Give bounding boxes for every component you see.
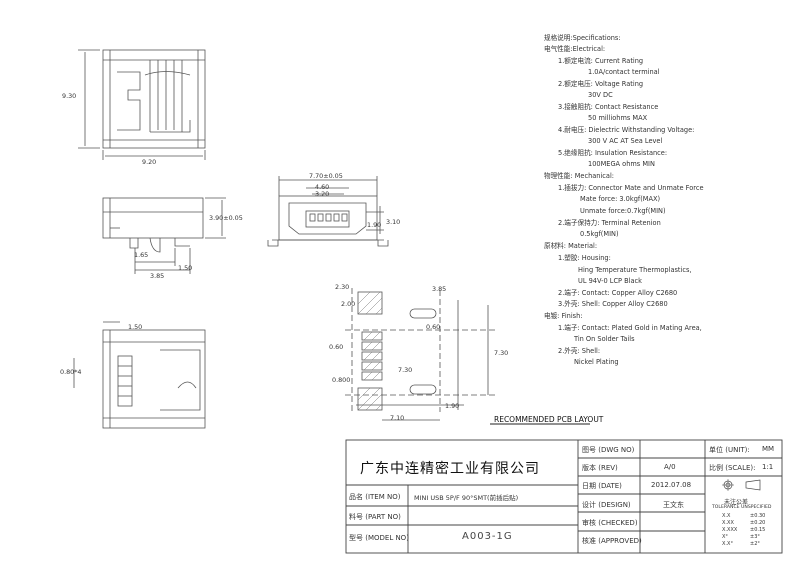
spec-line: 4.耐电压: Dielectric Withstanding Voltage: [558, 126, 695, 134]
design-label: 设计 (DESIGN) [582, 501, 631, 509]
dim-front-h1: 1.90 [367, 221, 382, 229]
spec-line: Nickel Plating [574, 358, 619, 366]
tolerance-value: ±3° [750, 534, 760, 540]
spec-line: 1.额定电流: Current Rating [558, 57, 644, 65]
spec-line: UL 94V-0 LCP Black [578, 277, 642, 285]
title-block-frame [345, 439, 783, 554]
spec-line: 原材料: Material: [544, 242, 598, 250]
pcb-dim-c: 3.85 [432, 285, 447, 293]
scale-value: 1:1 [762, 463, 774, 471]
dim-front-inner: 3.20 [315, 190, 330, 198]
pcb-dim-d: 0.60 [426, 323, 441, 331]
tolerance-value: ±0.20 [750, 520, 766, 526]
model-no-value: A003-1G [462, 531, 513, 542]
spec-line: 2.端子保持力: Terminal Retenion [558, 219, 661, 227]
spec-line: Mate force: 3.0kgf(MAX) [580, 195, 661, 203]
bottom-view [73, 321, 206, 429]
spec-line: Unmate force:0.7kgf(MIN) [580, 207, 666, 215]
tolerance-title: 未注公差 [724, 499, 749, 506]
tolerance-sub: TOLERANCE UNSPECIFIED [712, 505, 772, 510]
pcb-dim-f: 7.30 [494, 349, 509, 357]
dim-side-height: 3.90±0.05 [209, 214, 243, 222]
spec-line: 1.塑胶: Housing: [558, 254, 611, 262]
top-view [78, 49, 206, 160]
pcb-dim-i: 1.90 [445, 402, 460, 410]
dim-top-width: 9.20 [142, 158, 157, 166]
spec-line: 3.外壳: Shell: Copper Alloy C2680 [558, 300, 668, 308]
tolerance-key: X° [722, 534, 728, 540]
tolerance-value: ±2° [750, 541, 760, 547]
model-no-label: 型号 (MODEL NO) [349, 534, 409, 542]
rev-label: 版本 (REV) [582, 464, 618, 472]
tolerance-key: X.XXX [722, 527, 738, 533]
spec-line: 50 milliohms MAX [588, 114, 648, 122]
tolerance-value: ±0.15 [750, 527, 766, 533]
date-value: 2012.07.08 [651, 481, 692, 489]
spec-line: 1.插拔力: Connector Mate and Unmate Force [558, 184, 704, 192]
pcb-dim-h: 7.30 [398, 366, 413, 374]
pcb-dim-b: 2.00 [341, 300, 356, 308]
item-no-value: MINI USB 5P/F 90°SMT(前插后贴) [414, 494, 519, 502]
dim-side-a: 1.65 [134, 251, 149, 259]
spec-line: 2.外壳: Shell: [558, 347, 601, 355]
projection-symbol-icon [722, 479, 761, 491]
spec-line: 2.额定电压: Voltage Rating [558, 80, 644, 88]
dim-side-c: 3.85 [150, 272, 165, 280]
company-name: 广东中连精密工业有限公司 [360, 461, 540, 477]
approved-label: 核准 (APPROVED) [582, 537, 642, 545]
unit-label: 单位 (UNIT): [709, 446, 750, 454]
spec-line: 物理性能: Mechanical: [544, 172, 615, 180]
spec-line: 2.端子: Contact: Copper Alloy C2680 [558, 289, 678, 297]
spec-line: 1.端子: Contact: Plated Gold in Mating Are… [558, 324, 702, 332]
tolerance-key: X.X [722, 513, 731, 519]
spec-line: 0.5kgf(MIN) [580, 230, 619, 238]
dim-front-h2: 3.10 [386, 218, 401, 226]
dim-front-mid: 4.60 [315, 183, 330, 191]
spec-heading: 规格说明:Specifications: [544, 34, 621, 42]
dwg-no-label: 图号 (DWG NO) [582, 446, 635, 454]
date-label: 日期 (DATE) [582, 482, 622, 490]
rev-value: A/0 [664, 463, 676, 471]
dim-top-height: 9.30 [62, 92, 77, 100]
tolerance-key: X.X° [722, 541, 733, 547]
front-view [267, 176, 389, 247]
tolerance-value: ±0.30 [750, 513, 766, 519]
spec-line: 100MEGA ohms MIN [588, 160, 655, 168]
checked-label: 审核 (CHECKED) [582, 519, 638, 527]
spec-line: 电镀: Finish: [544, 312, 583, 320]
part-no-label: 料号 (PART NO) [349, 513, 401, 521]
spec-line: 1.0A/contact terminal [588, 68, 660, 76]
dim-front-outer: 7.70±0.05 [309, 172, 343, 180]
spec-line: 3.接触阻抗: Contact Resistance [558, 103, 659, 111]
design-value: 王文东 [663, 501, 684, 509]
side-view [102, 197, 226, 274]
unit-value: MM [762, 445, 775, 453]
spec-line: 300 V AC AT Sea Level [588, 137, 663, 145]
pcb-dim-j: 7.10 [390, 414, 405, 422]
dim-bottom-pitch: 0.80*4 [60, 368, 82, 376]
dim-side-b: 1.50 [178, 264, 193, 272]
pcb-dim-e: 0.60 [329, 343, 344, 351]
spec-line: 电气性能:Electrical: [544, 45, 606, 53]
item-no-label: 品名 (ITEM NO) [349, 493, 401, 501]
spec-line: 5.绝缘阻抗: Insulation Resistance: [558, 149, 668, 157]
tolerance-key: X.XX [722, 520, 734, 526]
scale-label: 比例 (SCALE): [709, 464, 756, 472]
pcb-dim-g: 0.800 [332, 376, 351, 384]
pcb-dim-a: 2.30 [335, 283, 350, 291]
pcb-layout-title: RECOMMENDED PCB LAYOUT [494, 415, 604, 424]
dim-bottom-top: 1.50 [128, 323, 143, 331]
spec-line: 30V DC [588, 91, 613, 99]
spec-line: Hing Temperature Thermoplastics, [578, 266, 692, 274]
spec-line: Tin On Solder Tails [574, 335, 635, 343]
